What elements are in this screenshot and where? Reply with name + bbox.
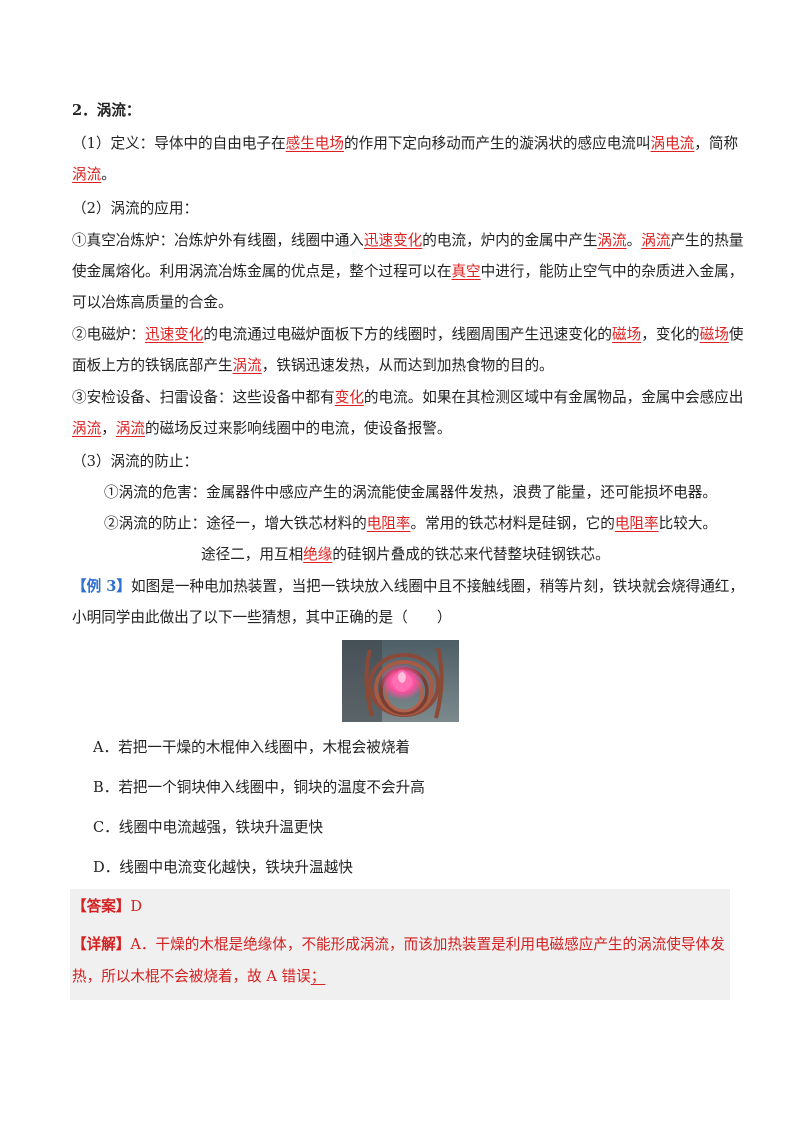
keyword-vacuum: 真空 [451,263,481,280]
definition-text: （1）定义：导体中的自由电子在 [72,135,286,152]
definition-text: 。 [101,166,116,183]
keyword-magnetic-field: 磁场 [699,326,729,343]
prevent-line: ②涡流的防止：途径一，增大铁芯材料的电阻率。常用的铁芯材料是硅钢，它的电阻率比较… [104,514,717,534]
app2-text: 面板上方的铁锅底部产生 [72,357,233,374]
app1-line-3: 可以冶炼高质量的合金。 [72,294,233,311]
prevent-text: 。常用的铁芯材料是硅钢，它的 [410,515,615,532]
section-heading: 2．涡流： [72,102,141,119]
app2-line-1: ②电磁炉：迅速变化的电流通过电磁炉面板下方的线圈时，线圈周围产生迅速变化的磁场，… [72,325,743,345]
keyword-rapid-change: 迅速变化 [363,232,423,249]
harm-line: ①涡流的危害：金属器件中感应产生的涡流能使金属器件发热，浪费了能量，还可能损坏电… [104,484,717,501]
app3-line-2: 涡流，涡流的磁场反过来影响线圈中的电流，使设备报警。 [72,419,452,439]
option-a: A．若把一干燥的木棍伸入线圈中，木棍会被烧着 [93,739,411,756]
app1-text: 产生的热量 [670,232,744,249]
app2-line-2: 面板上方的铁锅底部产生涡流，铁锅迅速发热，从而达到加热食物的目的。 [72,356,554,376]
prevent-text: ②涡流的防止：途径一，增大铁芯材料的 [104,515,367,532]
example-tag: 【例 3】 [72,578,132,595]
keyword-resistivity: 电阻率 [614,515,659,532]
option-b: B．若把一个铜块伸入线圈中，铜块的温度不会升高 [93,779,425,796]
definition-line-2: 涡流。 [72,165,116,185]
option-c: C．线圈中电流越强，铁块升温更快 [93,819,324,836]
induction-coil-photo [342,640,459,722]
app3-text: ， [101,420,116,437]
answer-line: 【答案】D [72,897,142,917]
keyword-eddy: 涡流 [641,232,671,249]
app2-text: ，变化的 [641,326,700,343]
path2-line: 途径二，用互相绝缘的硅钢片叠成的铁芯来代替整块硅钢铁芯。 [201,545,610,565]
detail-text: A．干燥的木棍是绝缘体，不能形成涡流，而该加热装置是利用电磁感应产生的涡流使导体… [130,936,725,953]
keyword-change: 变化 [334,389,364,406]
keyword-insulation: 绝缘 [303,546,333,563]
detail-line-2: 热，所以木棍不会被烧着，故 A 错误； [72,967,325,987]
app1-text: ①真空冶炼炉：冶炼炉外有线圈，线圈中通入 [72,232,364,249]
prevent-text: 比较大。 [658,515,718,532]
path2-text: 的硅钢片叠成的铁芯来代替整块硅钢铁芯。 [332,546,610,563]
detail-text: ； [310,968,326,985]
keyword-magnetic-field: 磁场 [612,326,642,343]
prevention-heading: （3）涡流的防止： [72,453,199,470]
app1-line-1: ①真空冶炼炉：冶炼炉外有线圈，线圈中通入迅速变化的电流，炉内的金属中产生涡流。涡… [72,231,743,251]
keyword-eddy: 涡流 [115,420,146,437]
coil-illustration [342,640,459,722]
keyword-eddy: 涡流 [72,166,102,183]
detail-line-1: 【详解】A．干燥的木棍是绝缘体，不能形成涡流，而该加热装置是利用电磁感应产生的涡… [72,935,725,955]
definition-text: 的作用下定向移动而产生的漩涡状的感应电流叫 [344,135,651,152]
answer-panel [70,889,730,1000]
example-question-line-2: 小明同学由此做出了以下一些猜想，其中正确的是（ ） [72,609,452,626]
applications-heading: （2）涡流的应用： [72,200,199,217]
detail-tag: 【详解】 [72,936,131,953]
path2-text: 途径二，用互相 [201,546,304,563]
app3-text: 的电流。如果在其检测区域中有金属物品，金属中会感应出 [363,389,744,406]
app1-line-2: 使金属熔化。利用涡流冶炼金属的优点是，整个过程可以在真空中进行，能防止空气中的杂… [72,262,743,282]
app3-text: 的磁场反过来影响线圈中的电流，使设备报警。 [145,420,452,437]
app1-text: 使金属熔化。利用涡流冶炼金属的优点是，整个过程可以在 [72,263,452,280]
example-question-line-1: 【例 3】如图是一种电加热装置，当把一铁块放入线圈中且不接触线圈，稍等片刻，铁块… [72,577,744,597]
definition-line-1: （1）定义：导体中的自由电子在感生电场的作用下定向移动而产生的漩涡状的感应电流叫… [72,134,738,154]
keyword-eddy: 涡流 [232,357,262,374]
keyword-induced-field: 感生电场 [285,135,344,152]
keyword-rapid-change: 迅速变化 [144,326,204,343]
detail-text: 热，所以木棍不会被烧着，故 A 错误 [72,968,311,985]
app1-text: 。 [626,232,642,249]
keyword-eddy-current: 涡电流 [650,135,695,152]
keyword-resistivity: 电阻率 [366,515,411,532]
app3-text: ③安检设备、扫雷设备：这些设备中都有 [72,389,335,406]
app1-text: 中进行，能防止空气中的杂质进入金属， [480,263,744,280]
app2-text: 使 [728,326,744,343]
answer-value: D [130,898,143,915]
app3-line-1: ③安检设备、扫雷设备：这些设备中都有变化的电流。如果在其检测区域中有金属物品，金… [72,388,743,408]
answer-tag: 【答案】 [72,898,131,915]
definition-text: ，简称 [694,135,739,152]
question-text: 如图是一种电加热装置，当把一铁块放入线圈中且不接触线圈，稍等片刻，铁块就会烧得通… [131,578,744,595]
app2-text: 的电流通过电磁炉面板下方的线圈时，线圈周围产生迅速变化的 [203,326,613,343]
app2-text: ②电磁炉： [72,326,145,343]
app1-text: 的电流，炉内的金属中产生 [422,232,598,249]
option-d: D．线圈中电流变化越快，铁块升温越快 [93,859,353,876]
app2-text: ，铁锅迅速发热，从而达到加热食物的目的。 [261,357,554,374]
keyword-eddy: 涡流 [597,232,627,249]
keyword-eddy: 涡流 [72,420,102,437]
